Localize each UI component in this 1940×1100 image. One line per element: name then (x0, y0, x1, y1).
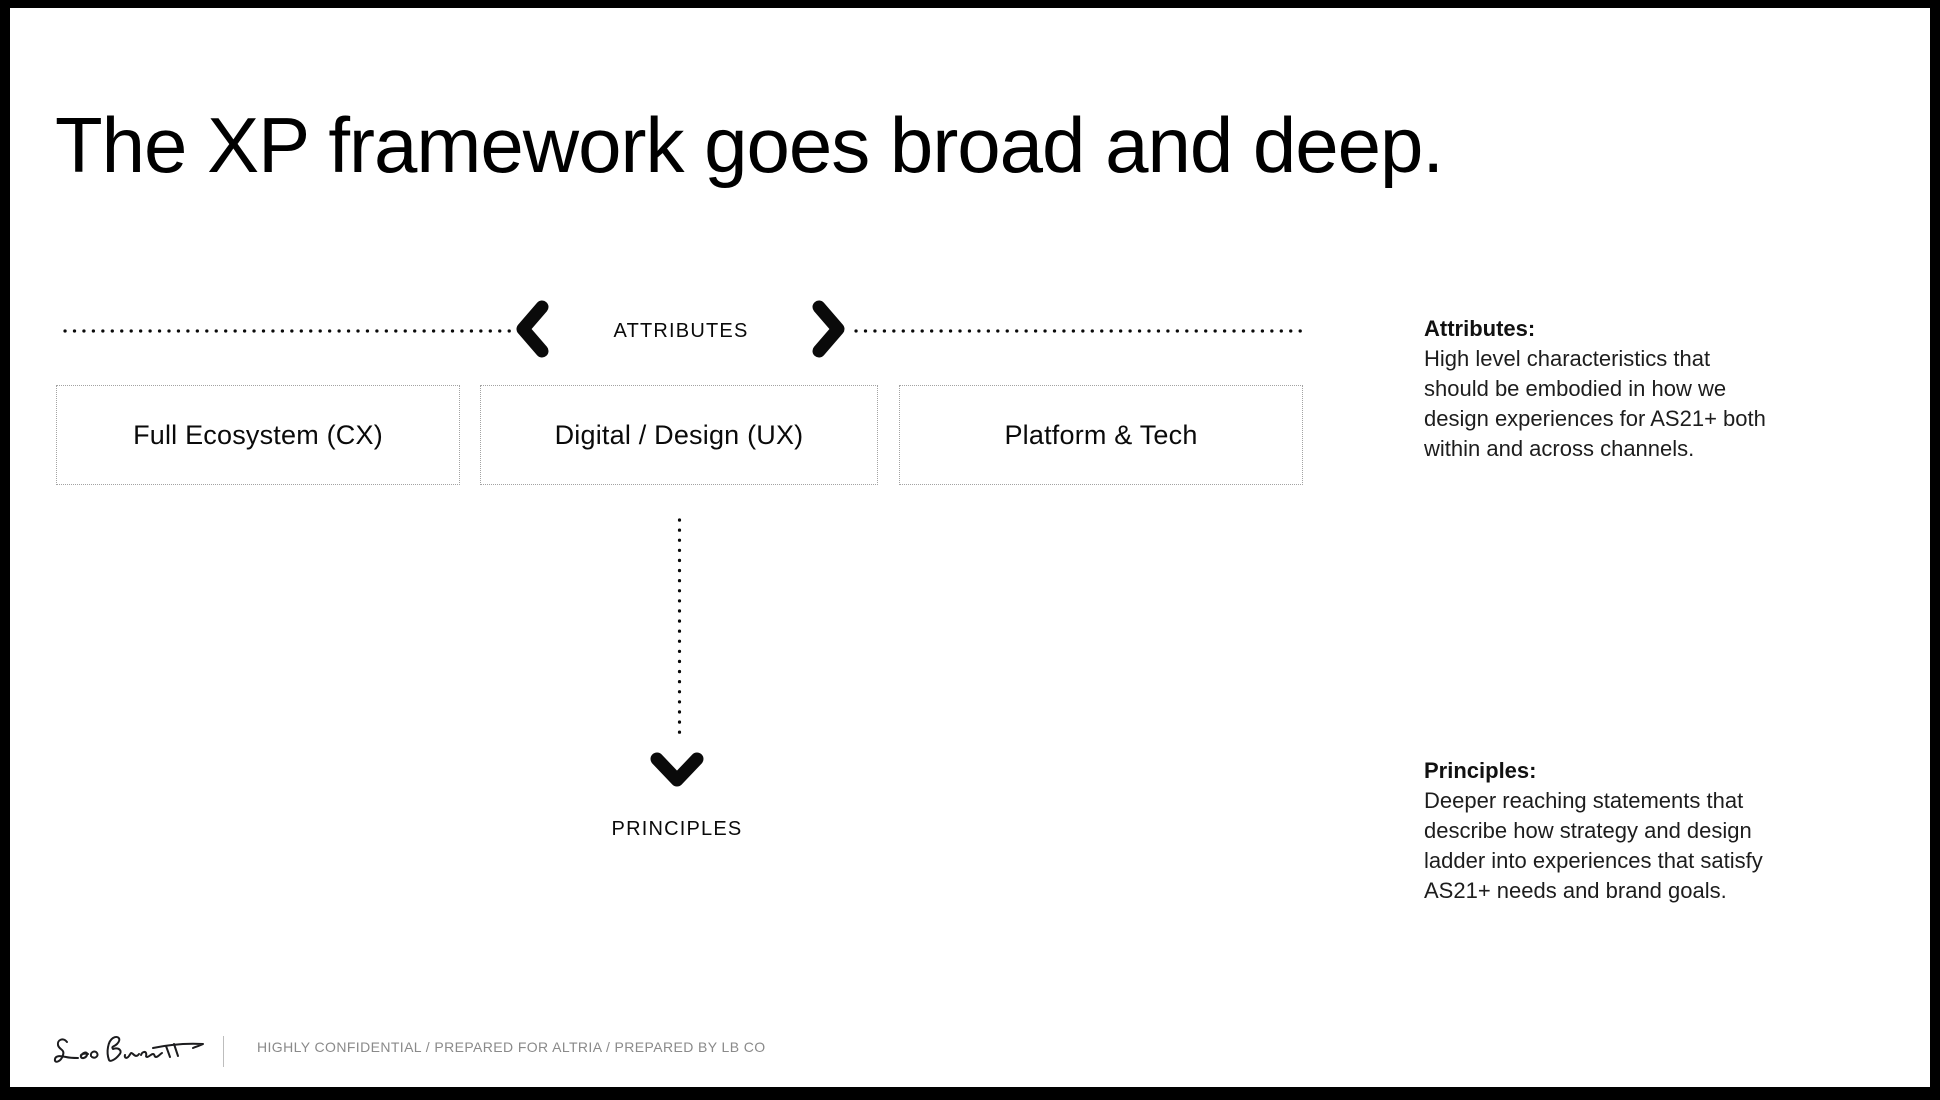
box-digital-design: Digital / Design (UX) (480, 385, 878, 485)
footer-divider (223, 1036, 224, 1067)
chevron-right-icon (812, 300, 845, 358)
chevron-down-icon (650, 752, 704, 787)
slide-title: The XP framework goes broad and deep. (55, 101, 1444, 189)
principles-definition-block: Principles: Deeper reaching statements t… (1424, 756, 1786, 906)
box-full-ecosystem: Full Ecosystem (CX) (56, 385, 460, 485)
box-label: Digital / Design (UX) (554, 419, 804, 450)
attributes-definition-block: Attributes: High level characteristics t… (1424, 314, 1786, 464)
attributes-dotted-line-right (854, 329, 1308, 333)
box-label: Platform & Tech (1004, 419, 1198, 450)
attributes-definition-heading: Attributes: (1424, 316, 1536, 341)
box-platform-tech: Platform & Tech (899, 385, 1303, 485)
leo-burnett-logo (53, 1035, 204, 1063)
footer-confidential-text: HIGHLY CONFIDENTIAL / PREPARED FOR ALTRI… (257, 1039, 766, 1055)
box-label: Full Ecosystem (CX) (133, 419, 383, 450)
principles-definition-heading: Principles: (1424, 758, 1537, 783)
principles-definition-body: Deeper reaching statements that describe… (1424, 788, 1763, 903)
principles-dotted-line (677, 518, 682, 744)
attributes-dotted-line-left (63, 329, 513, 333)
principles-axis-label: PRINCIPLES (611, 818, 743, 840)
slide-canvas: The XP framework goes broad and deep. AT… (10, 8, 1930, 1087)
attributes-definition-body: High level characteristics that should b… (1424, 346, 1766, 461)
attributes-axis-label: ATTRIBUTES (613, 320, 749, 342)
chevron-left-icon (516, 300, 549, 358)
